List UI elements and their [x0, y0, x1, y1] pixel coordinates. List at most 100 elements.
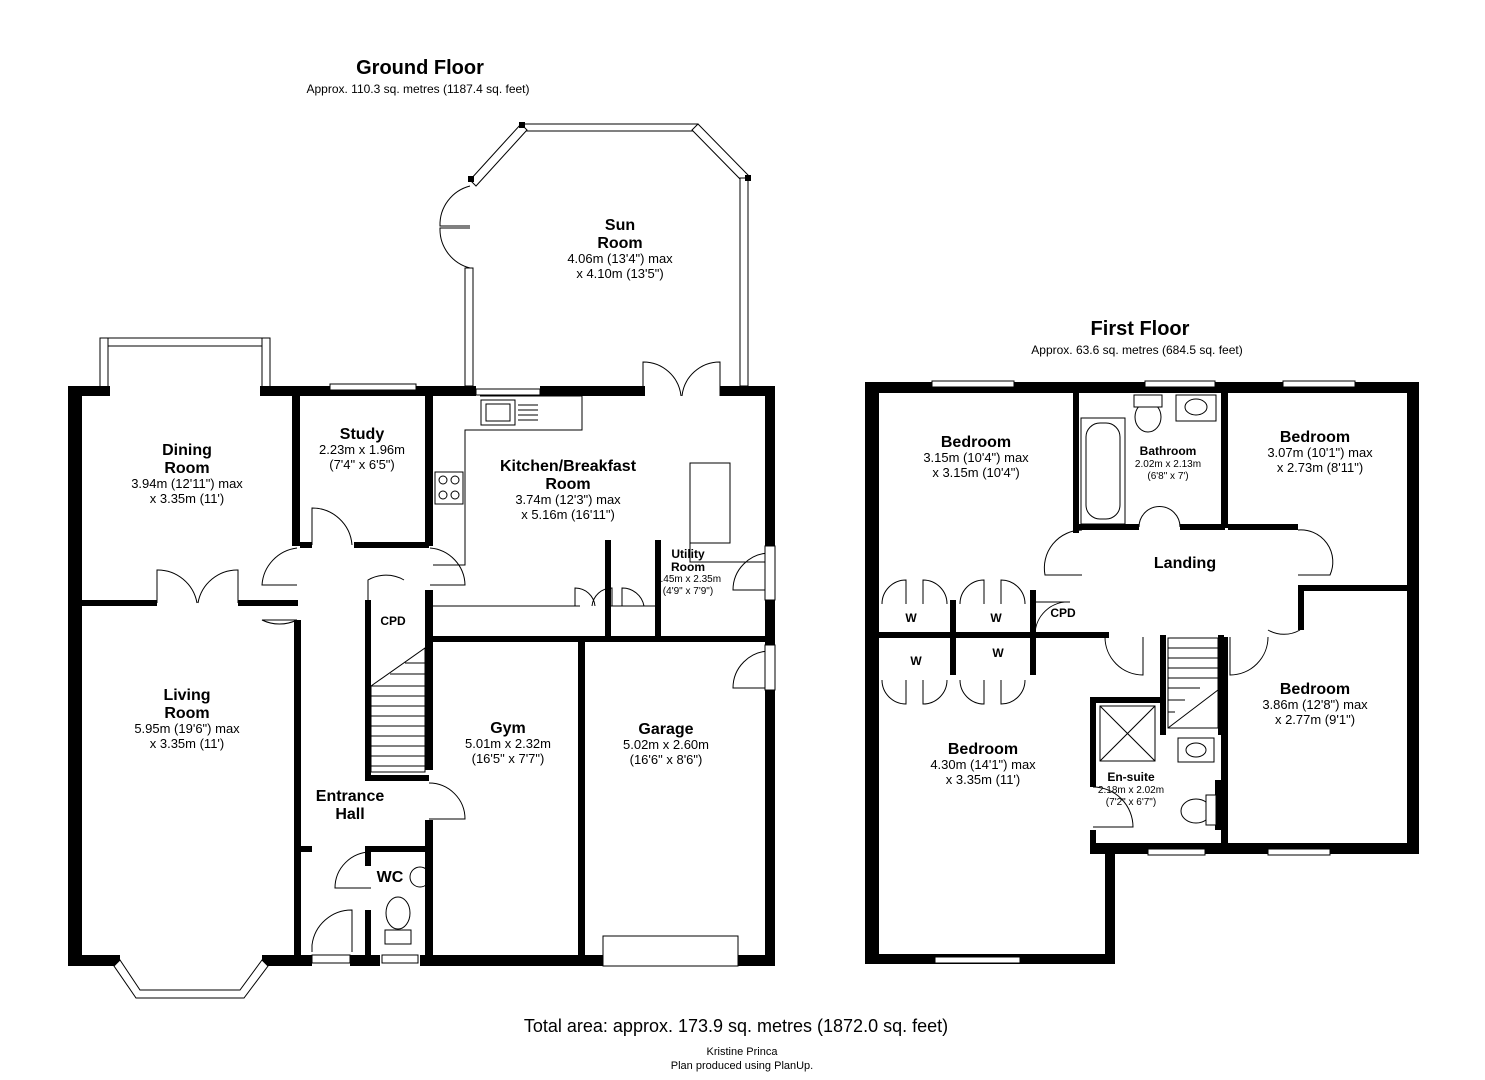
credit-author: Kristine Princa	[707, 1046, 779, 1058]
svg-text:(7'4" x 6'5"): (7'4" x 6'5")	[329, 457, 395, 472]
svg-text:Bedroom: Bedroom	[1280, 429, 1350, 446]
svg-text:x 3.35m (11'): x 3.35m (11')	[150, 491, 225, 506]
svg-text:(16'6" x 8'6"): (16'6" x 8'6")	[630, 752, 703, 767]
living-bay-window	[113, 959, 269, 999]
bedroom-se-label: Bedroom 3.86m (12'8") max x 2.77m (9'1")	[1262, 681, 1368, 727]
svg-text:Kitchen/Breakfast: Kitchen/Breakfast	[500, 458, 637, 475]
dining-room-label: Dining Room 3.94m (12'11") max x 3.35m (…	[131, 442, 243, 506]
wardrobe-4-label: W	[992, 646, 1004, 660]
wc-label: WC	[377, 869, 404, 886]
landing-cpd-label: CPD	[1050, 606, 1076, 620]
svg-text:Utility: Utility	[671, 547, 705, 561]
total-area: Total area: approx. 173.9 sq. metres (18…	[524, 1016, 948, 1036]
svg-text:Study: Study	[340, 426, 385, 443]
ground-doors	[156, 507, 776, 964]
first-floor-area: Approx. 63.6 sq. metres (684.5 sq. feet)	[1031, 343, 1242, 357]
wardrobe-2-label: W	[990, 611, 1002, 625]
svg-text:Garage: Garage	[638, 721, 693, 738]
svg-text:x 3.35m (11'): x 3.35m (11')	[150, 736, 225, 751]
ground-stairs	[370, 647, 426, 773]
bedroom-sw-label: Bedroom 4.30m (14'1") max x 3.35m (11')	[930, 741, 1036, 787]
first-floor-stairs	[1167, 637, 1219, 729]
svg-text:3.74m (12'3") max: 3.74m (12'3") max	[515, 492, 621, 507]
svg-text:3.15m (10'4") max: 3.15m (10'4") max	[923, 450, 1029, 465]
garage-door	[602, 935, 739, 967]
svg-text:3.86m (12'8") max: 3.86m (12'8") max	[1262, 697, 1368, 712]
svg-text:x 3.15m (10'4"): x 3.15m (10'4")	[932, 465, 1019, 480]
svg-text:Bedroom: Bedroom	[941, 434, 1011, 451]
svg-text:Hall: Hall	[335, 806, 364, 823]
svg-text:(7'2" x 6'7"): (7'2" x 6'7")	[1106, 797, 1156, 808]
svg-text:Room: Room	[597, 235, 642, 252]
credit-software: Plan produced using PlanUp.	[671, 1060, 813, 1072]
kitchen-label: Kitchen/Breakfast Room 3.74m (12'3") max…	[500, 458, 637, 522]
first-floor: First Floor Approx. 63.6 sq. metres (684…	[865, 318, 1419, 964]
kitchen-door-1	[642, 361, 682, 397]
utility-room-label: Utility Room 1.45m x 2.35m (4'9" x 7'9")	[655, 547, 721, 597]
svg-text:2.23m x 1.96m: 2.23m x 1.96m	[319, 442, 405, 457]
landing-label: Landing	[1154, 555, 1216, 572]
gym-label: Gym 5.01m x 2.32m (16'5" x 7'7")	[465, 720, 551, 766]
first-floor-title: First Floor	[1091, 318, 1190, 340]
svg-text:4.06m (13'4") max: 4.06m (13'4") max	[567, 251, 673, 266]
kitchen-window	[475, 388, 541, 396]
entrance-hall-label: Entrance Hall	[316, 788, 385, 823]
svg-text:Bathroom: Bathroom	[1140, 444, 1197, 458]
svg-text:Dining: Dining	[162, 442, 212, 459]
svg-text:4.30m (14'1") max: 4.30m (14'1") max	[930, 757, 1036, 772]
svg-text:Bedroom: Bedroom	[1280, 681, 1350, 698]
svg-text:2.02m x 2.13m: 2.02m x 2.13m	[1135, 459, 1201, 470]
svg-text:2.18m x 2.02m: 2.18m x 2.02m	[1098, 785, 1164, 796]
svg-text:3.94m (12'11") max: 3.94m (12'11") max	[131, 476, 243, 491]
svg-text:(6'8" x 7'): (6'8" x 7')	[1147, 471, 1188, 482]
ground-floor-walls	[68, 386, 775, 966]
living-room-label: Living Room 5.95m (19'6") max x 3.35m (1…	[134, 687, 240, 751]
svg-text:x 5.16m (16'11"): x 5.16m (16'11")	[521, 507, 615, 522]
ground-floor-title: Ground Floor	[356, 57, 484, 79]
svg-text:(16'5" x 7'7"): (16'5" x 7'7")	[472, 751, 545, 766]
sun-room-glazing	[464, 122, 751, 387]
bathroom-fixtures	[1080, 394, 1217, 528]
svg-text:5.95m (19'6") max: 5.95m (19'6") max	[134, 721, 240, 736]
svg-text:Room: Room	[671, 560, 705, 574]
first-floor-doors	[881, 529, 1334, 828]
sun-room-label: Sun Room 4.06m (13'4") max x 4.10m (13'5…	[567, 217, 673, 281]
first-floor-windows	[931, 380, 1356, 964]
svg-text:x 3.35m (11'): x 3.35m (11')	[946, 772, 1021, 787]
svg-text:(4'9" x 7'9"): (4'9" x 7'9")	[663, 586, 713, 597]
svg-text:x 2.73m (8'11"): x 2.73m (8'11")	[1277, 460, 1363, 475]
svg-text:x 2.77m (9'1"): x 2.77m (9'1")	[1275, 712, 1355, 727]
wardrobe-3-label: W	[910, 654, 922, 668]
sun-room-door-1	[439, 185, 471, 227]
sun-room-door-2	[439, 227, 471, 269]
svg-text:Bedroom: Bedroom	[948, 741, 1018, 758]
svg-text:Room: Room	[164, 705, 209, 722]
ensuite-label: En-suite 2.18m x 2.02m (7'2" x 6'7")	[1098, 770, 1164, 808]
wc-fixtures	[381, 866, 431, 964]
cpd-label: CPD	[380, 614, 406, 628]
ground-floor: Ground Floor Approx. 110.3 sq. metres (1…	[68, 57, 776, 999]
bathroom-label: Bathroom 2.02m x 2.13m (6'8" x 7')	[1135, 444, 1201, 482]
bedroom-nw-label: Bedroom 3.15m (10'4") max x 3.15m (10'4"…	[923, 434, 1029, 480]
garage-label: Garage 5.02m x 2.60m (16'6" x 8'6")	[623, 721, 709, 767]
svg-text:Room: Room	[164, 460, 209, 477]
kitchen-door-2	[681, 361, 721, 397]
svg-text:1.45m x 2.35m: 1.45m x 2.35m	[655, 574, 721, 585]
wardrobe-1-label: W	[905, 611, 917, 625]
kitchen-units	[433, 395, 768, 607]
svg-text:Sun: Sun	[605, 217, 635, 234]
svg-text:5.02m x 2.60m: 5.02m x 2.60m	[623, 737, 709, 752]
svg-text:Gym: Gym	[490, 720, 526, 737]
svg-text:5.01m x 2.32m: 5.01m x 2.32m	[465, 736, 551, 751]
ensuite-fixtures	[1099, 705, 1217, 826]
svg-text:Entrance: Entrance	[316, 788, 385, 805]
svg-text:3.07m (10'1") max: 3.07m (10'1") max	[1267, 445, 1373, 460]
dining-bay-window	[99, 337, 271, 389]
study-label: Study 2.23m x 1.96m (7'4" x 6'5")	[319, 426, 405, 472]
svg-text:Living: Living	[163, 687, 210, 704]
svg-text:Room: Room	[545, 476, 590, 493]
svg-text:En-suite: En-suite	[1107, 770, 1155, 784]
study-window	[329, 383, 417, 391]
ground-floor-area: Approx. 110.3 sq. metres (1187.4 sq. fee…	[306, 82, 529, 96]
